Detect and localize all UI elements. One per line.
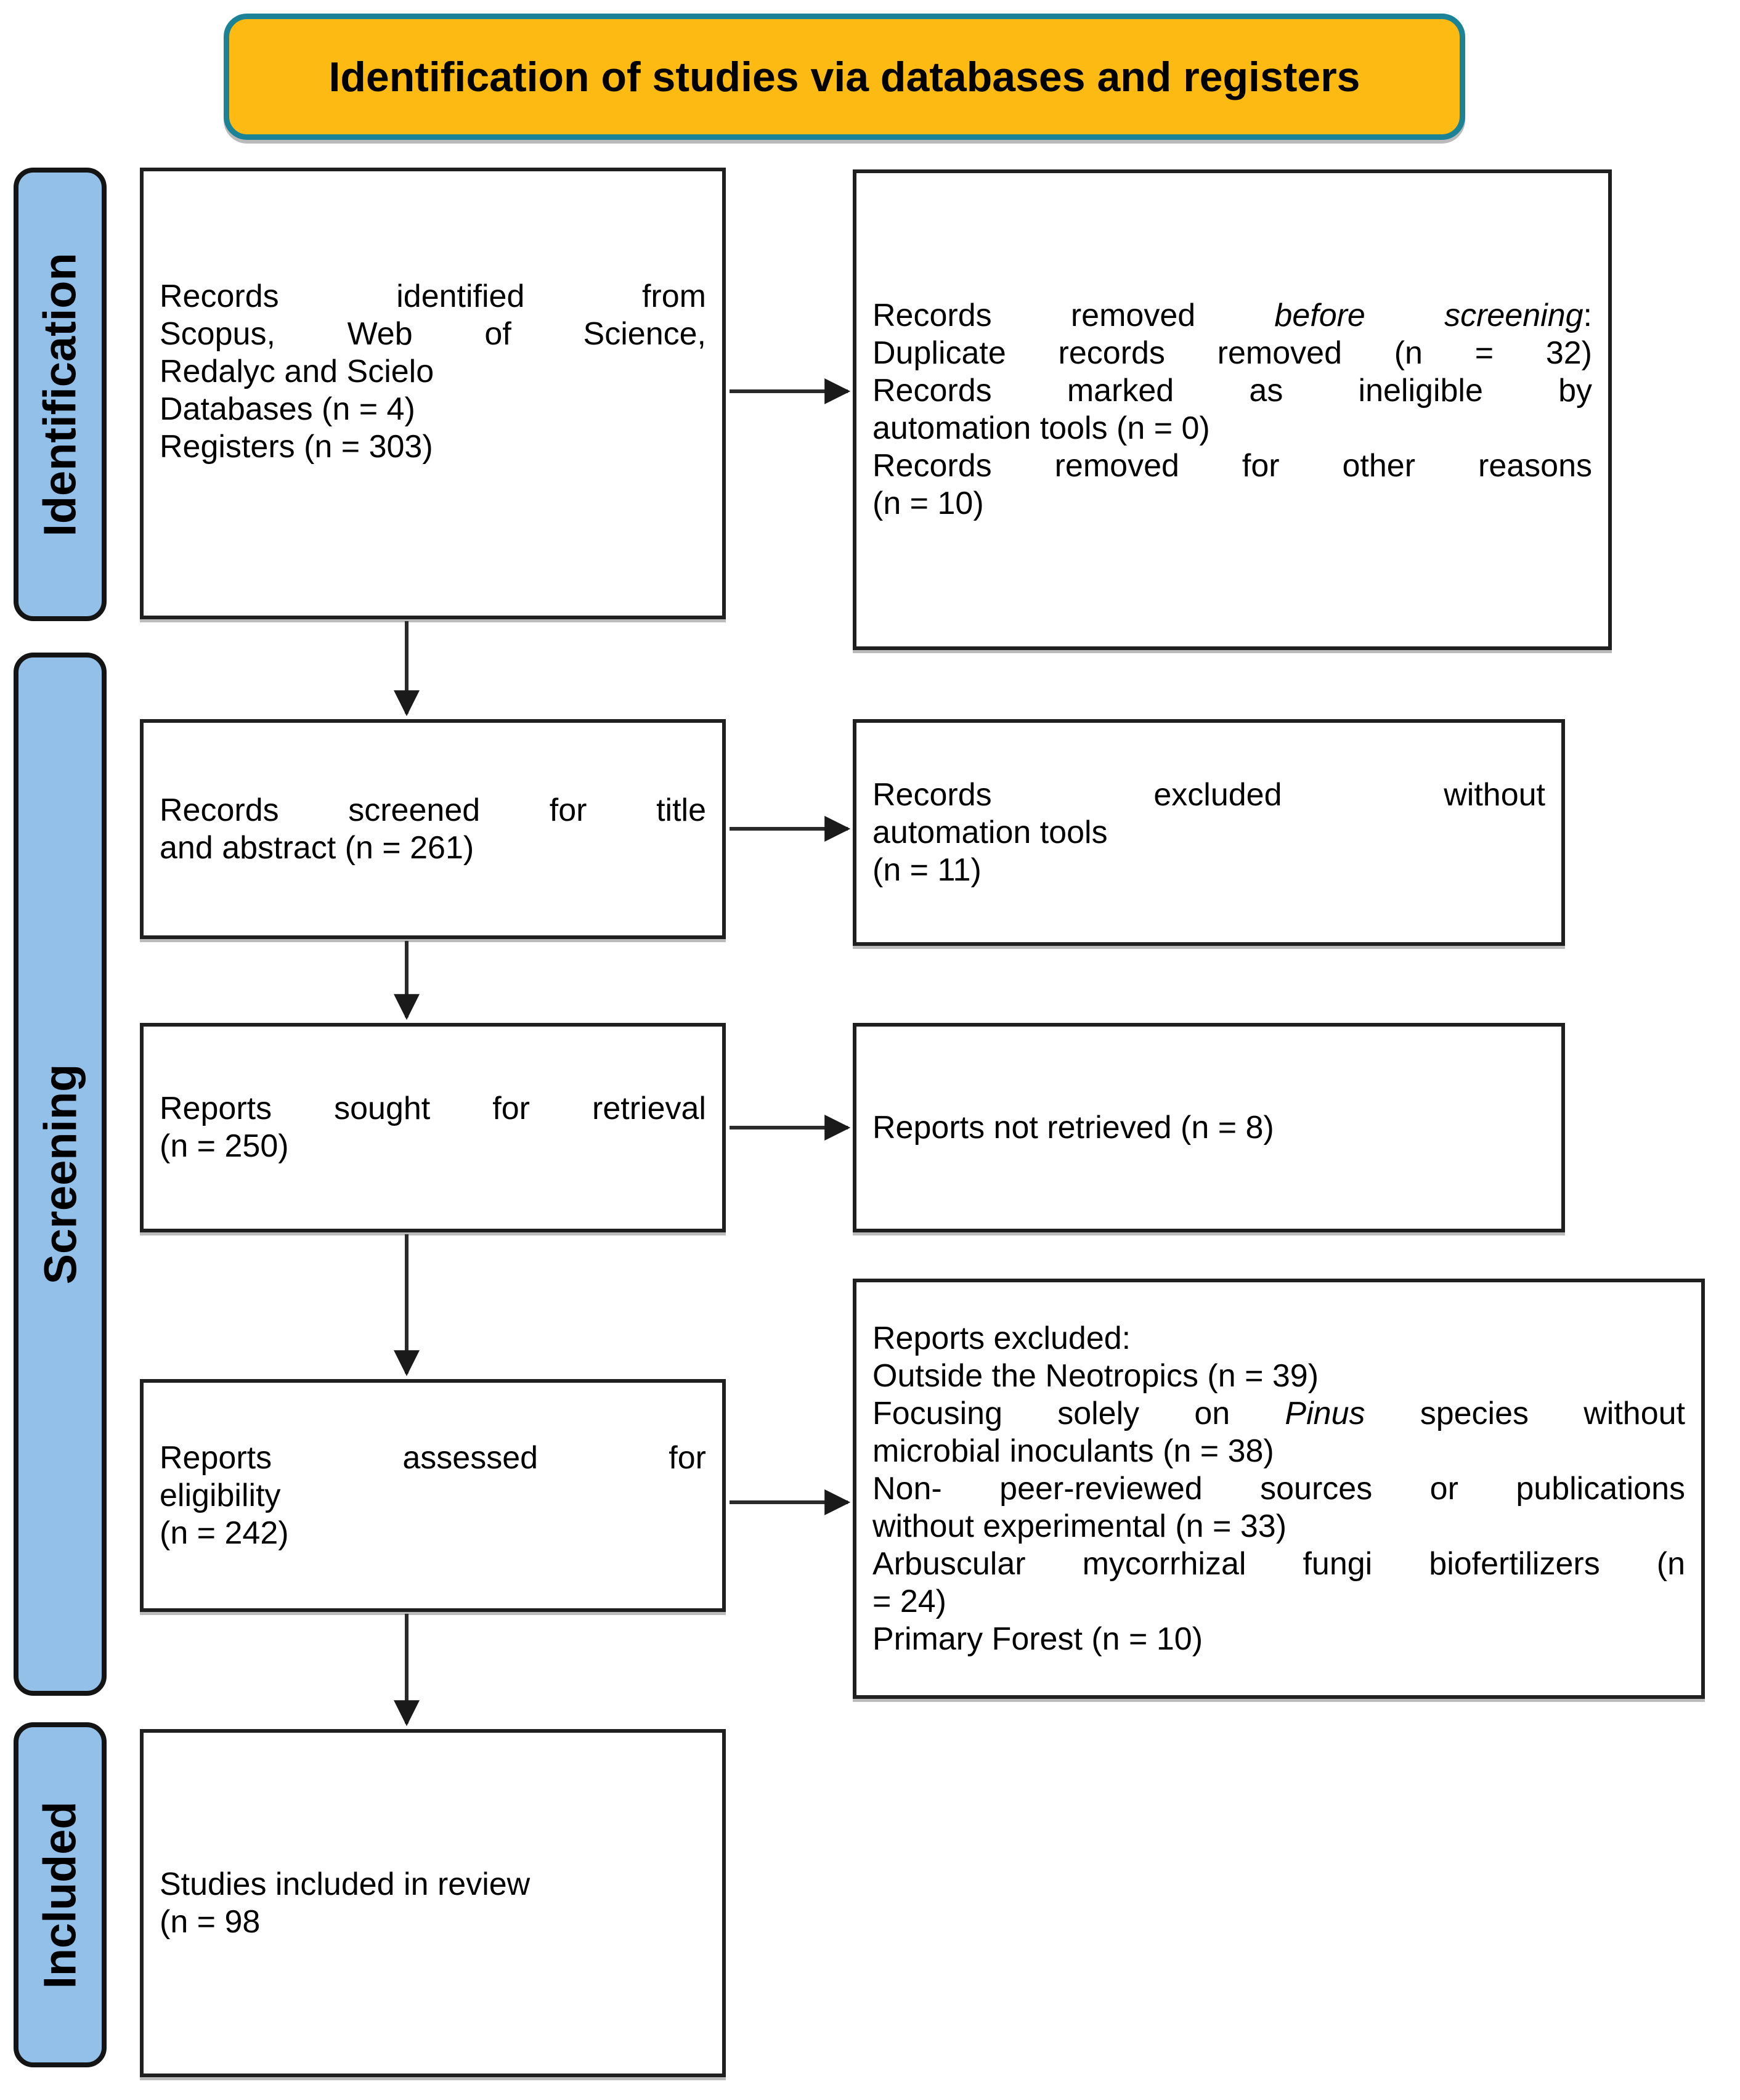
box-reports-excluded-line: Arbuscular mycorrhizal fungi biofertiliz… [872, 1545, 1685, 1582]
text-segment: : [1583, 298, 1592, 333]
box-reports-assessed-line: Reports assessed for [160, 1439, 706, 1476]
box-studies-included: Studies included in review (n = 98 [140, 1729, 726, 2077]
diagram-title: Identification of studies via databases … [328, 53, 1360, 100]
box-reports-excluded-line: Outside the Neotropics (n = 39) [872, 1357, 1319, 1394]
box-reports-sought-line: (n = 250) [160, 1128, 289, 1164]
text-segment: Focusing solely on [872, 1395, 1285, 1431]
stage-bar-included: Included [14, 1722, 107, 2067]
box-records-identified-line: Scopus, Web of Science, [160, 316, 706, 352]
box-records-removed-line: Records marked as ineligible by [872, 373, 1592, 409]
text-segment: species without [1365, 1395, 1685, 1431]
box-reports-excluded-line: microbial inoculants (n = 38) [872, 1433, 1274, 1469]
stage-label-screening: Screening [35, 1064, 86, 1285]
box-reports-assessed: Reports assessed for eligibility (n = 24… [140, 1379, 726, 1612]
box-reports-excluded-line: Primary Forest (n = 10) [872, 1621, 1203, 1657]
box-records-identified-line: Registers (n = 303) [160, 429, 433, 465]
box-records-removed-line: (n = 10) [872, 486, 984, 521]
box-reports-assessed-line: (n = 242) [160, 1515, 289, 1551]
box-reports-excluded-line: Reports excluded: [872, 1320, 1131, 1356]
box-records-removed-line: Records removed before screening: [872, 297, 1592, 335]
box-records-screened: Records screened for title and abstract … [140, 719, 726, 939]
diagram-title-banner: Identification of studies via databases … [224, 14, 1465, 140]
box-records-excluded: Records excluded without automation tool… [853, 719, 1565, 946]
box-studies-included-line: (n = 98 [160, 1903, 261, 1940]
stage-label-identification: Identification [35, 252, 86, 537]
box-reports-sought: Reports sought for retrieval (n = 250) [140, 1023, 726, 1232]
box-reports-excluded-line: without experimental (n = 33) [872, 1508, 1287, 1544]
box-records-removed-line: Duplicate records removed (n = 32) [872, 335, 1592, 371]
box-records-removed-line: Records removed for other reasons [872, 448, 1592, 484]
italic-text-before-screening: before screening [1274, 298, 1583, 333]
box-records-identified-line: Records identified from [160, 279, 706, 314]
box-records-identified: Records identified from Scopus, Web of S… [140, 168, 726, 619]
box-records-removed-line: automation tools (n = 0) [872, 410, 1210, 446]
box-records-screened-line: and abstract (n = 261) [160, 829, 474, 866]
box-reports-excluded-line: Focusing solely on Pinus species without [872, 1395, 1685, 1433]
box-records-excluded-line: automation tools [872, 814, 1108, 850]
stage-label-included: Included [35, 1801, 86, 1989]
stage-bar-identification: Identification [14, 168, 107, 621]
box-reports-not-retrieved-line: Reports not retrieved (n = 8) [872, 1109, 1274, 1146]
box-records-identified-line: Databases (n = 4) [160, 391, 415, 427]
box-studies-included-line: Studies included in review [160, 1866, 531, 1902]
box-reports-not-retrieved: Reports not retrieved (n = 8) [853, 1023, 1565, 1232]
box-records-removed: Records removed before screening: Duplic… [853, 169, 1612, 650]
box-reports-excluded-reasons: Reports excluded: Outside the Neotropics… [853, 1279, 1705, 1699]
italic-text-pinus: Pinus [1285, 1395, 1365, 1431]
text-segment: Records removed [872, 298, 1275, 333]
box-records-identified-line: Redalyc and Scielo [160, 354, 434, 389]
box-records-excluded-line: Records excluded without [872, 776, 1545, 813]
box-reports-sought-line: Reports sought for retrieval [160, 1091, 706, 1126]
box-records-screened-line: Records screened for title [160, 792, 706, 828]
box-reports-excluded-line: = 24) [872, 1583, 946, 1619]
box-reports-excluded-line: Non- peer-reviewed sources or publicatio… [872, 1470, 1685, 1507]
box-reports-assessed-line: eligibility [160, 1477, 281, 1513]
box-records-excluded-line: (n = 11) [872, 852, 982, 888]
stage-bar-screening: Screening [14, 653, 107, 1696]
